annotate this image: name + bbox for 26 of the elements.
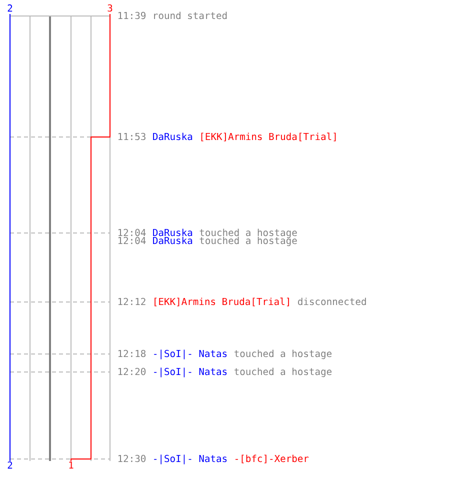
timestamp: 12:04 <box>118 236 146 244</box>
event-text: touched a hostage <box>234 368 332 378</box>
event-text: disconnected <box>298 298 366 306</box>
count-label: 2 <box>8 461 12 469</box>
player-name: DaRuska <box>153 228 192 236</box>
event-text: touched a hostage <box>200 236 297 246</box>
timestamp: 12:12 <box>118 298 146 305</box>
timestamp: 11:53 <box>118 132 146 140</box>
timestamp: 12:30 <box>118 454 146 462</box>
player-name: -|SoI|- Natas <box>154 350 227 360</box>
player-name: -|SoI|- Natas <box>154 368 227 378</box>
count-label: 3 <box>108 4 112 12</box>
count-label: 2 <box>8 4 12 12</box>
player-name: -|SoI|- Natas <box>154 454 227 464</box>
timestamp: 12:04 <box>118 228 146 236</box>
player-name: DaRuska <box>153 132 192 140</box>
timestamp: 12:20 <box>118 368 146 376</box>
timestamp: 12:18 <box>118 350 146 358</box>
player-name: [EKK]Armins Bruda[Trial] <box>201 132 336 142</box>
player-name: [EKK]Armins Bruda[Trial] <box>154 298 289 306</box>
count-label: 1 <box>69 462 74 468</box>
timestamp: 11:39 <box>118 12 146 20</box>
player-name: -[bfc]-Xerber <box>236 454 309 464</box>
event-text: round started <box>154 12 227 20</box>
player-name: DaRuska <box>153 236 192 244</box>
event-text: touched a hostage <box>234 350 332 360</box>
